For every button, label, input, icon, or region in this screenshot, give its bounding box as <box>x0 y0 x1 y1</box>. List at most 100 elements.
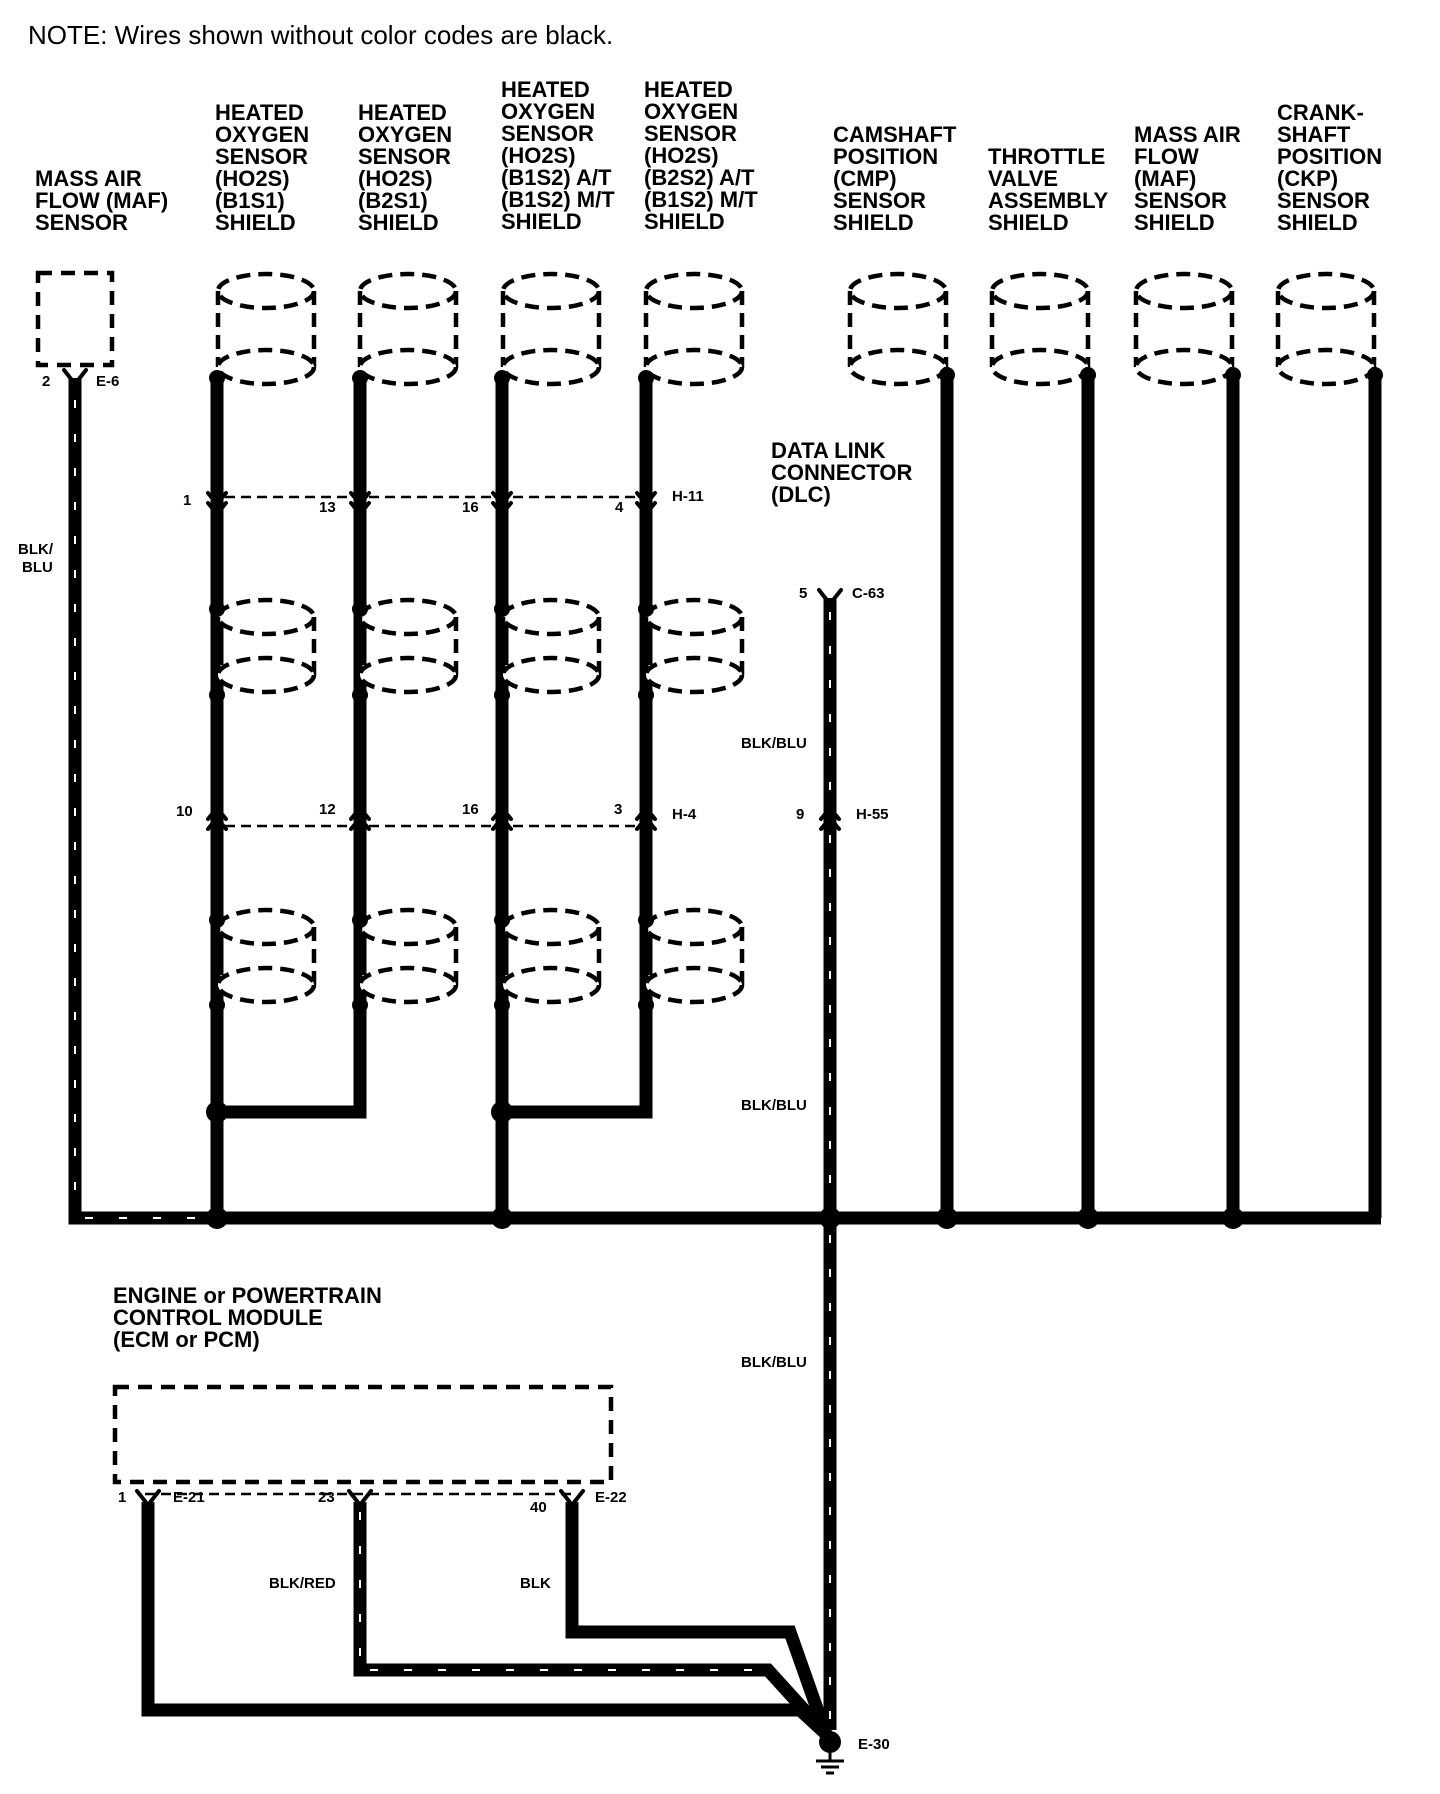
svg-text:H-11: H-11 <box>672 488 704 505</box>
ground-main-wire-color: BLK/BLU <box>741 1354 807 1371</box>
svg-text:BLK/: BLK/ <box>18 541 54 558</box>
svg-text:FLOW: FLOW <box>1134 144 1199 169</box>
svg-text:VALVE: VALVE <box>988 166 1058 191</box>
svg-text:(B2S2) A/T: (B2S2) A/T <box>644 165 755 190</box>
svg-text:2: 2 <box>42 373 50 390</box>
ckp-shield <box>1278 274 1374 384</box>
svg-text:CONTROL MODULE: CONTROL MODULE <box>113 1305 323 1330</box>
ho2s-b2s1-shield-top <box>360 274 456 384</box>
dlc-label: DATA LINK CONNECTOR (DLC) <box>771 438 912 507</box>
cmp-shield <box>850 274 946 384</box>
svg-text:ASSEMBLY: ASSEMBLY <box>988 188 1109 213</box>
svg-text:SENSOR: SENSOR <box>1277 188 1370 213</box>
ecm-pin40-wire-color: BLK <box>520 1575 551 1592</box>
ho2s-b1s1-shield-mid <box>218 600 314 692</box>
ho2s-b2s1-shield-mid <box>360 600 456 692</box>
svg-text:E-22: E-22 <box>595 1489 627 1506</box>
svg-text:(DLC): (DLC) <box>771 482 831 507</box>
svg-text:5: 5 <box>799 585 807 602</box>
svg-text:SENSOR: SENSOR <box>35 210 128 235</box>
svg-text:(B1S2) M/T: (B1S2) M/T <box>501 187 615 212</box>
svg-text:CRANK-: CRANK- <box>1277 100 1364 125</box>
svg-text:SHIELD: SHIELD <box>1134 210 1215 235</box>
ho2s-b1s2-shield-top <box>503 274 599 384</box>
maf-sensor-box <box>35 270 115 368</box>
svg-text:12: 12 <box>319 801 336 818</box>
svg-text:MASS AIR: MASS AIR <box>1134 122 1241 147</box>
svg-text:H-4: H-4 <box>672 806 697 823</box>
ckp-shield-label: CRANK- SHAFT POSITION (CKP) SENSOR SHIEL… <box>1277 100 1382 235</box>
svg-text:SENSOR: SENSOR <box>1134 188 1227 213</box>
svg-text:40: 40 <box>530 1499 547 1516</box>
connector-h11: 1 13 16 4 H-11 <box>183 488 704 516</box>
svg-text:DATA LINK: DATA LINK <box>771 438 886 463</box>
ho2s-b2s2-shield-top <box>646 274 742 384</box>
svg-text:4: 4 <box>615 499 624 516</box>
splice-dots <box>206 367 1383 1229</box>
ho2s-b2s1-shield-low <box>360 910 456 1002</box>
svg-text:13: 13 <box>319 499 336 516</box>
svg-text:HEATED: HEATED <box>501 77 590 102</box>
svg-text:(B2S1): (B2S1) <box>358 188 428 213</box>
svg-text:THROTTLE: THROTTLE <box>988 144 1105 169</box>
connector-h55: 9 H-55 <box>796 806 889 831</box>
ho2s-b1s2-shield-low <box>503 910 599 1002</box>
maf-ground-wire <box>68 378 215 1225</box>
svg-text:SHIELD: SHIELD <box>358 210 439 235</box>
ho2s-b2s2-shield-low <box>646 910 742 1002</box>
svg-text:ENGINE or POWERTRAIN: ENGINE or POWERTRAIN <box>113 1283 382 1308</box>
ecm-pin23-wire <box>353 1502 831 1739</box>
ho2s-b1s1-shield-top <box>218 274 314 384</box>
svg-text:HEATED: HEATED <box>358 100 447 125</box>
ground-e30: E-30 <box>816 1731 890 1775</box>
dlc-upper-wire-color: BLK/BLU <box>741 735 807 752</box>
ho2s-b1s2-label: HEATED OXYGEN SENSOR (HO2S) (B1S2) A/T (… <box>501 77 615 234</box>
connector-e21: 1 E-21 <box>118 1489 572 1509</box>
svg-text:SHIELD: SHIELD <box>988 210 1069 235</box>
note-text: NOTE: Wires shown without color codes ar… <box>28 20 613 50</box>
maf-wire-color: BLK/ BLU <box>18 541 54 576</box>
svg-text:C-63: C-63 <box>852 585 885 602</box>
throttle-shield-label: THROTTLE VALVE ASSEMBLY SHIELD <box>988 144 1109 235</box>
ho2s-b2s2-label: HEATED OXYGEN SENSOR (HO2S) (B2S2) A/T (… <box>644 77 758 234</box>
svg-text:SENSOR: SENSOR <box>833 188 926 213</box>
svg-text:OXYGEN: OXYGEN <box>501 99 595 124</box>
ground-e30-label: E-30 <box>858 1736 890 1753</box>
throttle-shield <box>992 274 1088 384</box>
svg-text:16: 16 <box>462 499 479 516</box>
svg-text:E-6: E-6 <box>96 373 119 390</box>
svg-text:SHIELD: SHIELD <box>215 210 296 235</box>
svg-text:POSITION: POSITION <box>833 144 938 169</box>
svg-text:(B1S2) M/T: (B1S2) M/T <box>644 187 758 212</box>
connector-e22: 23 40 E-22 <box>318 1489 627 1516</box>
ecm-pin1-wire <box>141 1502 831 1739</box>
svg-text:SHIELD: SHIELD <box>1277 210 1358 235</box>
svg-text:(B1S1): (B1S1) <box>215 188 285 213</box>
svg-text:H-55: H-55 <box>856 806 889 823</box>
svg-text:OXYGEN: OXYGEN <box>644 99 738 124</box>
svg-text:9: 9 <box>796 806 804 823</box>
ho2s-b2s2-shield-mid <box>646 600 742 692</box>
svg-text:SHIELD: SHIELD <box>833 210 914 235</box>
svg-text:SHIELD: SHIELD <box>644 209 725 234</box>
connector-c63: 5 C-63 <box>799 585 885 608</box>
svg-text:SENSOR: SENSOR <box>215 144 308 169</box>
ecm-box <box>112 1384 614 1485</box>
connector-h4: 10 12 16 3 H-4 <box>176 801 697 831</box>
svg-text:(MAF): (MAF) <box>1134 166 1196 191</box>
svg-text:(HO2S): (HO2S) <box>358 166 433 191</box>
svg-text:SENSOR: SENSOR <box>644 121 737 146</box>
svg-text:BLU: BLU <box>22 559 53 576</box>
ecm-pin40-wire <box>565 1502 833 1737</box>
ho2s-b2s1-label: HEATED OXYGEN SENSOR (HO2S) (B2S1) SHIEL… <box>358 100 452 235</box>
svg-text:(ECM or PCM): (ECM or PCM) <box>113 1327 260 1352</box>
connector-e6: 2 E-6 <box>42 368 119 390</box>
svg-text:OXYGEN: OXYGEN <box>215 122 309 147</box>
maf-shield-label: MASS AIR FLOW (MAF) SENSOR SHIELD <box>1134 122 1241 235</box>
svg-text:(CMP): (CMP) <box>833 166 897 191</box>
svg-text:1: 1 <box>118 1489 126 1506</box>
svg-text:SHAFT: SHAFT <box>1277 122 1351 147</box>
ecm-label: ENGINE or POWERTRAIN CONTROL MODULE (ECM… <box>113 1283 382 1352</box>
svg-text:SENSOR: SENSOR <box>501 121 594 146</box>
